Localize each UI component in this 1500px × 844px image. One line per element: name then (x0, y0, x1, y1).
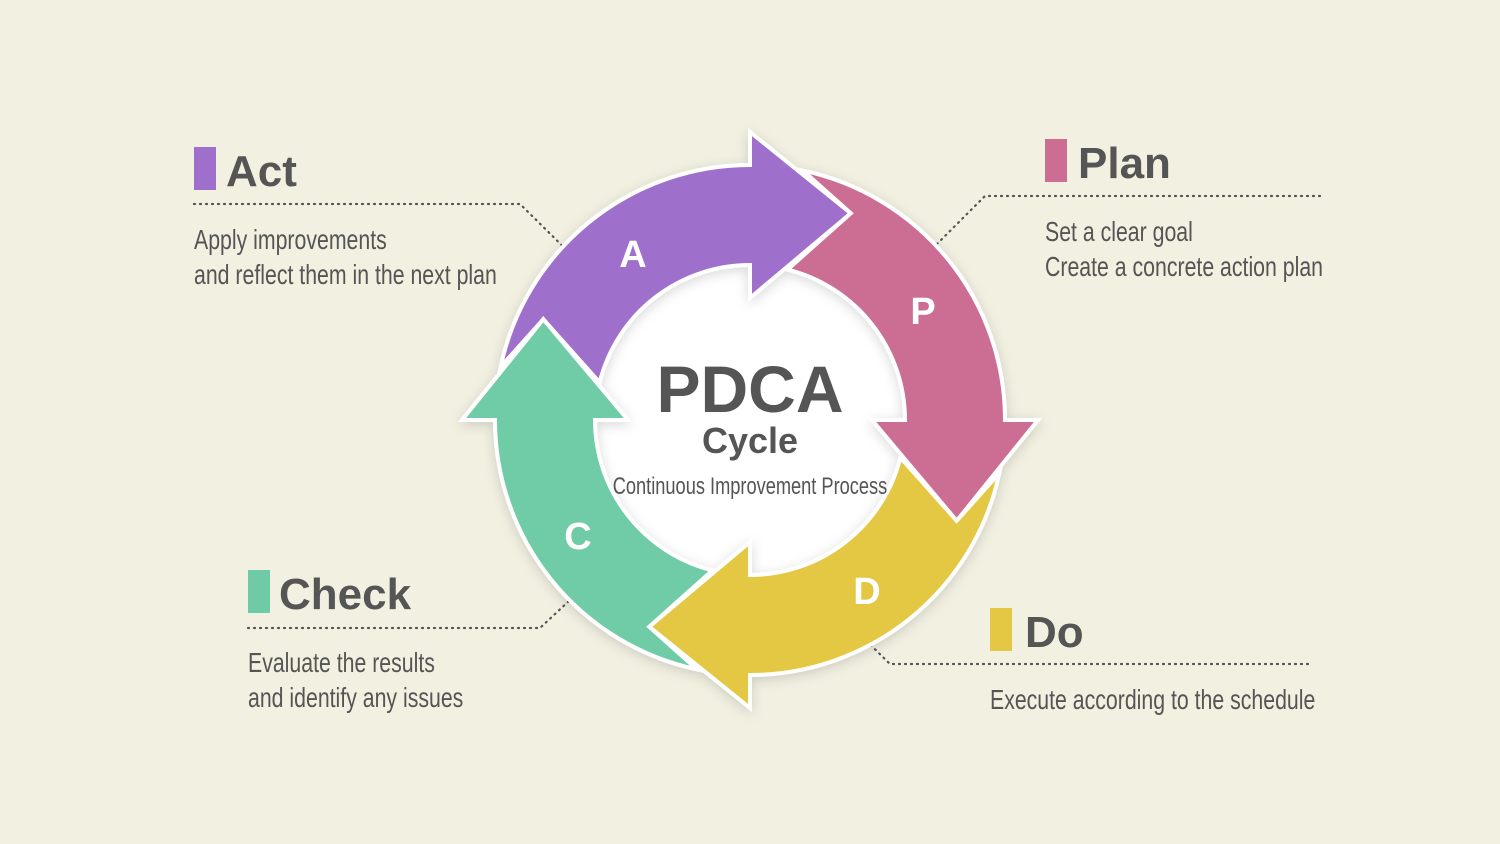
check-color-marker (248, 570, 270, 613)
do-leader-line (843, 618, 1310, 666)
plan-description: Set a clear goal Create a concrete actio… (1045, 214, 1323, 284)
act-description-line: Apply improvements (194, 224, 387, 255)
check-description: Evaluate the results and identify any is… (248, 645, 463, 715)
check-arrow (457, 316, 717, 673)
do-description: Execute according to the schedule (990, 682, 1315, 717)
act-description-line: and reflect them in the next plan (194, 259, 497, 290)
center-tagline: Continuous Improvement Process (613, 473, 888, 500)
do-description-line: Execute according to the schedule (990, 684, 1316, 715)
act-arrow (497, 127, 854, 387)
plan-description-line: Set a clear goal (1045, 216, 1193, 247)
arrow-letter-c: C (564, 516, 591, 558)
check-heading: Check (279, 570, 412, 619)
check-description-line: Evaluate the results (248, 647, 435, 678)
act-color-marker (194, 147, 216, 190)
do-heading: Do (1025, 608, 1084, 657)
arrow-letter-p: P (910, 291, 935, 333)
plan-heading: Plan (1078, 139, 1171, 188)
check-description-line: and identify any issues (248, 682, 464, 713)
do-color-marker (990, 608, 1012, 651)
arrow-letter-d: D (853, 571, 880, 613)
act-description: Apply improvements and reflect them in t… (194, 222, 497, 292)
do-arrow (646, 453, 1003, 713)
center-title: PDCA (656, 352, 843, 426)
center-subtitle: Cycle (702, 420, 798, 461)
act-heading: Act (226, 147, 297, 196)
plan-color-marker (1045, 139, 1067, 182)
center-disc (590, 260, 910, 580)
arrow-letter-a: A (619, 234, 646, 276)
plan-arrow (783, 167, 1043, 524)
check-leader-line (246, 570, 602, 630)
plan-description-line: Create a concrete action plan (1045, 251, 1323, 282)
